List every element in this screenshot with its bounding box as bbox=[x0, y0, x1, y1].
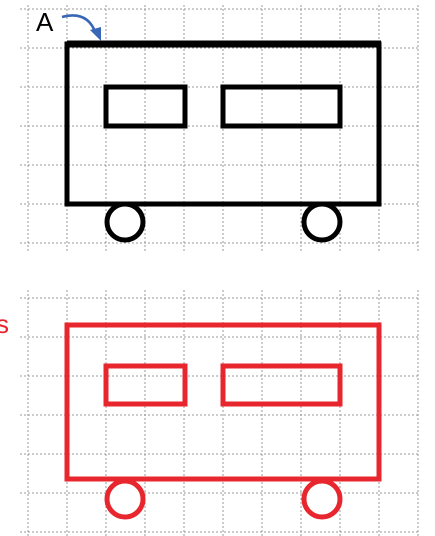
curved-arrow-icon bbox=[62, 15, 101, 41]
marker-label-a: A bbox=[36, 7, 54, 37]
bottom-cart bbox=[67, 325, 379, 517]
top-cart-wheel-right bbox=[304, 204, 340, 240]
marker-label-s: s bbox=[0, 309, 9, 339]
top-cart-wheel-left bbox=[107, 204, 143, 240]
top-cart bbox=[67, 44, 381, 240]
top-cart-window-right bbox=[223, 87, 340, 126]
bottom-cart-wheel-right bbox=[304, 481, 340, 517]
bottom-cart-window-right bbox=[223, 366, 340, 404]
bottom-cart-wheel-left bbox=[107, 481, 143, 517]
